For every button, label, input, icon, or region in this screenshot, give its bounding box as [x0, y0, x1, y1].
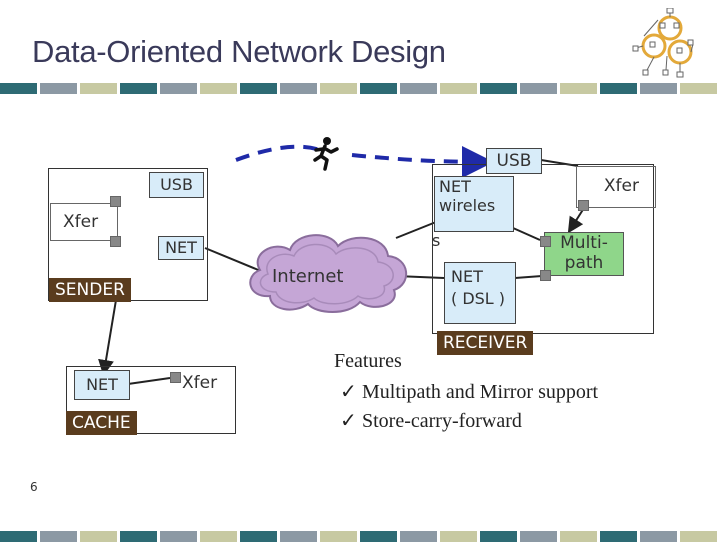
- stripe-segment: [120, 531, 157, 542]
- receiver-multipath-box: Multi- path: [544, 232, 624, 276]
- receiver-port-2: [540, 236, 551, 247]
- net-wireless-line2: wireles: [439, 196, 496, 215]
- cache-box: [66, 366, 236, 434]
- network-molecule-logo-icon: [632, 8, 694, 78]
- receiver-port-1: [578, 200, 589, 211]
- sender-net-box: NET: [158, 236, 204, 260]
- receiver-box: [432, 164, 654, 334]
- dsl-to-multipath-line: [514, 275, 543, 279]
- sender-label: SENDER: [49, 278, 131, 302]
- stripe-segment: [240, 83, 277, 94]
- stripe-segment: [440, 83, 477, 94]
- sender-port-1: [110, 196, 121, 207]
- stripe-segment: [360, 531, 397, 542]
- stripe-segment: [80, 531, 117, 542]
- stripe-segment: [640, 531, 677, 542]
- stripe-segment: [120, 83, 157, 94]
- stripe-segment: [520, 83, 557, 94]
- internet-to-wireless-line: [395, 221, 437, 239]
- stripe-segment: [40, 531, 77, 542]
- stripe-segment: [200, 531, 237, 542]
- top-decor-stripe: [0, 83, 720, 94]
- stripe-segment: [440, 531, 477, 542]
- sender-xfer-label: Xfer: [63, 212, 99, 232]
- sender-net-to-internet-line: [204, 247, 269, 275]
- cache-net-label: NET: [86, 375, 118, 394]
- page-number: 6: [30, 480, 38, 494]
- bottom-decor-stripe: [0, 531, 720, 542]
- feature-item: ✓Store-carry-forward: [340, 408, 522, 433]
- stripe-segment: [320, 83, 357, 94]
- cache-label: CACHE: [66, 411, 137, 435]
- multipath-line2: path: [564, 253, 604, 273]
- sender-xfer-box: Xfer: [50, 203, 118, 241]
- receiver-usb-label: USB: [496, 151, 532, 171]
- net-dsl-line1: NET: [451, 267, 483, 286]
- cache-xfer-label: Xfer: [182, 373, 218, 393]
- receiver-usb-box: USB: [486, 148, 542, 174]
- internet-cloud: [249, 234, 408, 313]
- receiver-net-wireless-box: NET wireles: [434, 176, 514, 232]
- stripe-segment: [0, 531, 37, 542]
- usb-to-xfer-line: [540, 159, 579, 167]
- cache-net-to-xfer-line: [127, 377, 171, 385]
- stripe-segment: [600, 83, 637, 94]
- wireless-to-multipath-line: [512, 227, 541, 241]
- receiver-xfer-label: Xfer: [603, 176, 639, 196]
- store-carry-path: [235, 144, 321, 162]
- net-wireless-line3: s: [432, 231, 441, 250]
- stripe-segment: [0, 83, 37, 94]
- sender-port-2: [110, 236, 121, 247]
- stripe-segment: [400, 531, 437, 542]
- xfer-to-multipath-line: [567, 207, 585, 234]
- multipath-line1: Multi-: [560, 233, 608, 253]
- slide-title: Data-Oriented Network Design: [32, 34, 446, 69]
- stripe-segment: [360, 83, 397, 94]
- stripe-segment: [640, 83, 677, 94]
- stripe-segment: [240, 531, 277, 542]
- receiver-label: RECEIVER: [437, 331, 534, 355]
- running-person-icon: [313, 137, 339, 171]
- stripe-segment: [680, 531, 717, 542]
- sender-usb-box: USB: [149, 172, 204, 198]
- stripe-segment: [280, 83, 317, 94]
- feature-item-text: Store-carry-forward: [362, 410, 522, 432]
- stripe-segment: [400, 83, 437, 94]
- checkmark-icon: ✓: [340, 410, 357, 432]
- feature-item-text: Multipath and Mirror support: [362, 381, 599, 403]
- receiver-xfer-box: Xfer: [576, 166, 656, 208]
- feature-item: ✓Multipath and Mirror support: [340, 379, 598, 404]
- store-carry-path-2: [351, 145, 494, 178]
- net-dsl-line2: ( DSL ): [451, 289, 506, 308]
- stripe-segment: [480, 83, 517, 94]
- sender-to-cache-line: [98, 299, 117, 376]
- internet-label: Internet: [272, 266, 344, 287]
- cache-port: [170, 372, 181, 383]
- stripe-segment: [160, 83, 197, 94]
- stripe-segment: [280, 531, 317, 542]
- features-heading: Features: [334, 350, 402, 372]
- cache-net-box: NET: [74, 370, 130, 400]
- stripe-segment: [480, 531, 517, 542]
- checkmark-icon: ✓: [340, 381, 357, 403]
- stripe-segment: [520, 531, 557, 542]
- stripe-segment: [600, 531, 637, 542]
- stripe-segment: [680, 83, 717, 94]
- stripe-segment: [80, 83, 117, 94]
- receiver-net-dsl-box: NET ( DSL ): [444, 262, 516, 324]
- stripe-segment: [560, 83, 597, 94]
- net-wireless-line1: NET: [439, 177, 471, 196]
- stripe-segment: [40, 83, 77, 94]
- stripe-segment: [560, 531, 597, 542]
- sender-usb-label: USB: [160, 175, 193, 194]
- receiver-port-3: [540, 270, 551, 281]
- stripe-segment: [160, 531, 197, 542]
- stripe-segment: [200, 83, 237, 94]
- stripe-segment: [320, 531, 357, 542]
- sender-net-label: NET: [165, 238, 197, 257]
